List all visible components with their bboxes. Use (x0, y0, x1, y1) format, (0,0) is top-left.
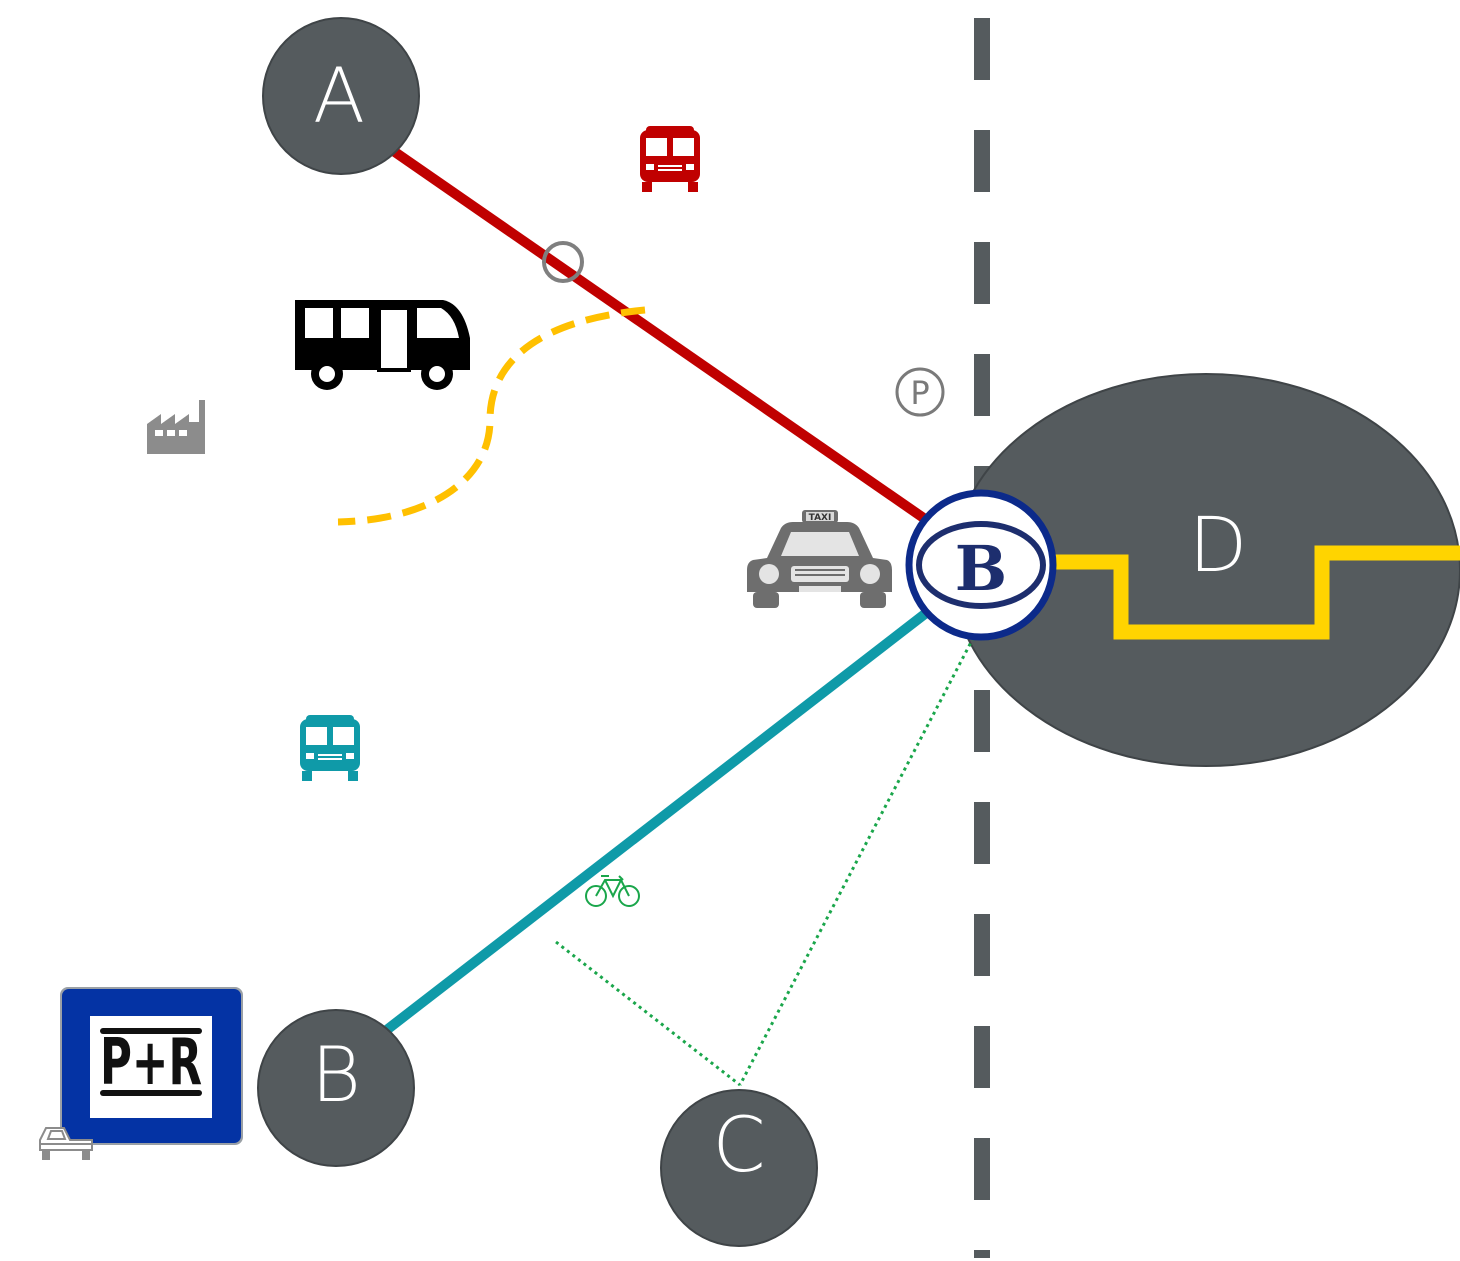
factory-icon (147, 400, 205, 454)
parking-symbol-text: P (910, 374, 929, 412)
taxi-sign-text: TAXI (809, 513, 832, 523)
node-b-label: B (311, 1030, 361, 1119)
station-logo-icon: B (905, 489, 1057, 641)
park-and-ride-sign-icon: P+R (60, 987, 243, 1145)
node-d-label: D (1189, 500, 1248, 589)
node-c: C (660, 1089, 818, 1247)
orange-dashed-route (337, 306, 646, 526)
bicycle-icon (585, 875, 640, 907)
node-a: A (262, 17, 420, 175)
green-dotted-path-station (738, 624, 982, 1086)
node-a-label: A (313, 51, 365, 140)
red-route-line (389, 145, 941, 533)
teal-bus-icon (300, 715, 360, 781)
yellow-route-line (1008, 545, 1460, 640)
green-dotted-path-left (555, 940, 741, 1087)
node-b: B (257, 1009, 415, 1167)
parking-icon: P (895, 367, 945, 417)
car-icon (39, 1127, 93, 1160)
stop-marker-icon (542, 241, 584, 283)
park-and-ride-label: P+R (100, 1026, 202, 1100)
station-logo-letter: B (955, 532, 1007, 605)
teal-route-line (380, 606, 934, 1036)
node-c-label: C (712, 1100, 765, 1189)
red-bus-icon (640, 126, 700, 192)
minibus-icon (295, 300, 470, 390)
taxi-icon: TAXI (747, 510, 892, 608)
